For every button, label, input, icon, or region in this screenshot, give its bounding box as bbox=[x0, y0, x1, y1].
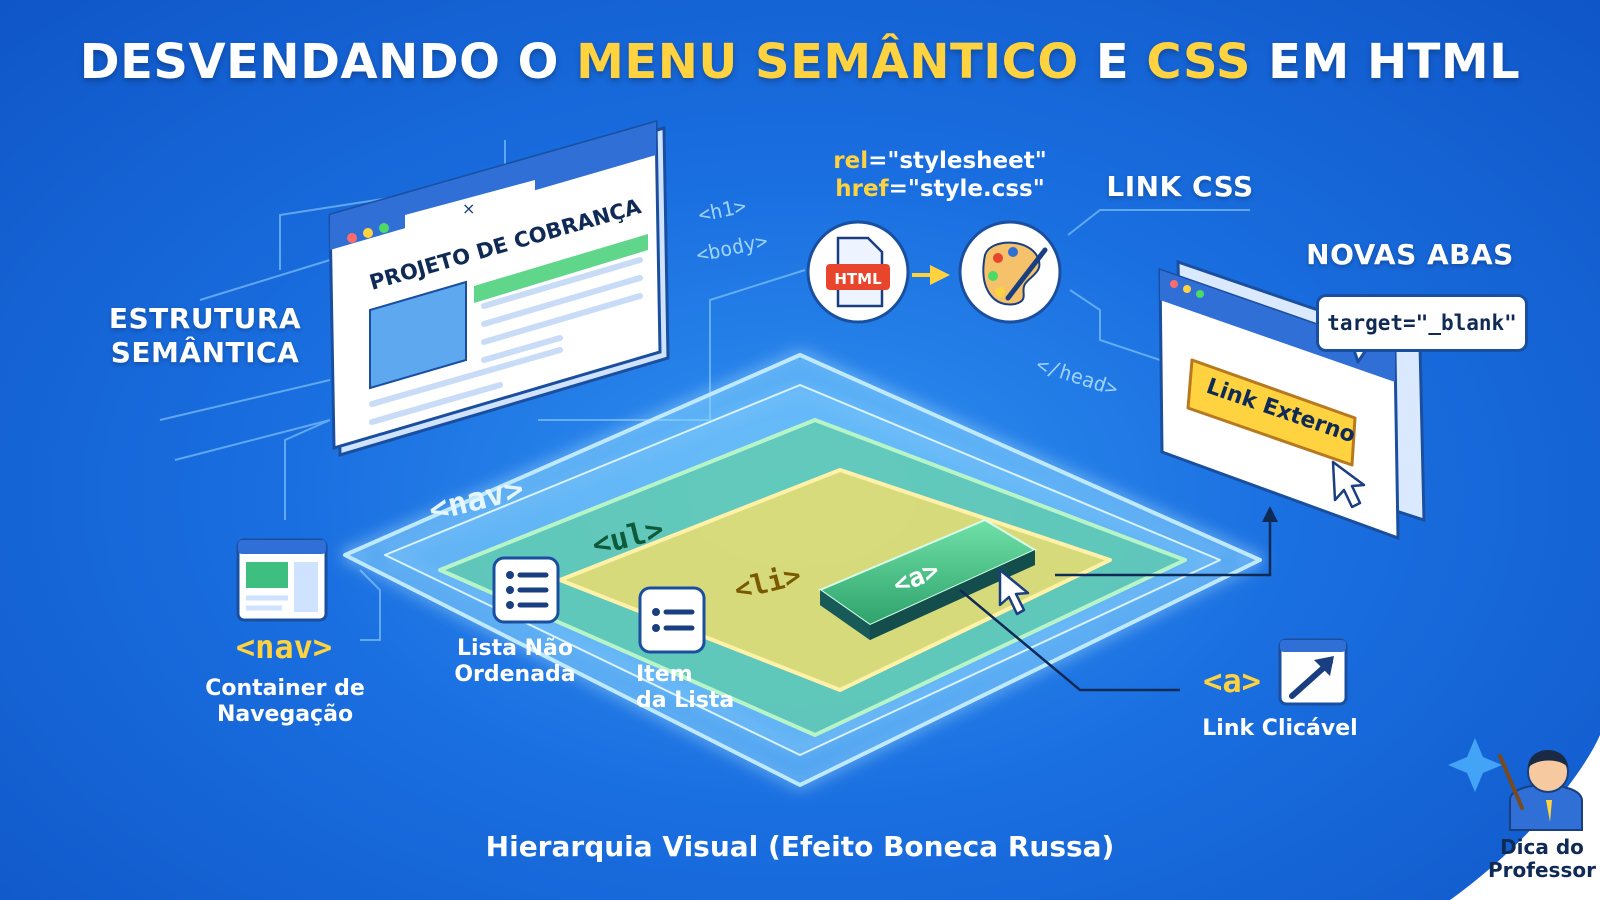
anchor-button bbox=[817, 518, 1038, 640]
legend-li-desc: Item da Lista bbox=[636, 662, 735, 714]
code-hint-body: <body> bbox=[694, 228, 770, 266]
page-title: DESVENDANDO O MENU SEMÂNTICO E CSS EM HT… bbox=[79, 34, 1521, 90]
list-item-icon bbox=[638, 586, 706, 654]
arrow-up-icon bbox=[1262, 506, 1278, 522]
legend-a-tag: <a> bbox=[1203, 662, 1261, 700]
footer-caption: Hierarquia Visual (Efeito Boneca Russa) bbox=[485, 830, 1115, 863]
code-hint-h1: <h1> bbox=[696, 193, 748, 226]
nav-window-icon bbox=[236, 538, 328, 622]
palette-icon bbox=[958, 220, 1062, 324]
pointer-icon bbox=[1331, 460, 1366, 509]
browser-close-icon: × bbox=[462, 199, 475, 218]
legend-ul-desc: Lista Não Ordenada bbox=[454, 636, 576, 688]
connector-arrows bbox=[959, 520, 1272, 692]
external-link-icon bbox=[1278, 638, 1348, 706]
link-css-label: LINK CSS bbox=[1106, 170, 1254, 203]
professor-corner bbox=[1450, 735, 1600, 900]
unordered-list-icon bbox=[492, 556, 560, 624]
cursor-icon bbox=[998, 568, 1030, 616]
estrutura-semantica-label: ESTRUTURA SEMÂNTICA bbox=[108, 302, 302, 369]
legend-a-desc: Link Clicável bbox=[1202, 716, 1358, 741]
professor-tip-label: Dica do Professor bbox=[1488, 835, 1596, 882]
novas-abas-label: NOVAS ABAS bbox=[1306, 238, 1514, 271]
sparkle-icon bbox=[1448, 738, 1502, 792]
browser-mockup bbox=[328, 120, 670, 457]
html-file-icon bbox=[806, 220, 910, 324]
legend-nav-desc: Container de Navegação bbox=[205, 676, 365, 728]
professor-avatar bbox=[1498, 750, 1583, 831]
code-hint-head: </head> bbox=[1033, 352, 1121, 401]
target-blank-bubble: target="_blank" bbox=[1316, 294, 1528, 352]
link-css-attributes: rel="stylesheet" href="style.css" bbox=[833, 148, 1047, 202]
html-badge: HTML bbox=[834, 270, 882, 288]
legend-nav-tag: <nav> bbox=[235, 628, 333, 666]
arrow-right-icon bbox=[930, 265, 950, 285]
